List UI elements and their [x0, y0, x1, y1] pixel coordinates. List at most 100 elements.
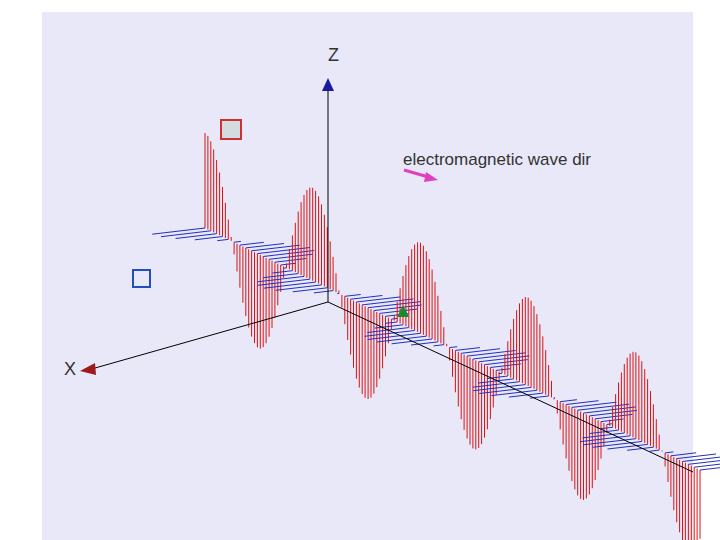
- magnetic-field-line: [377, 336, 427, 342]
- magnetic-field-line: [161, 231, 211, 237]
- electric-field-line: [298, 212, 299, 274]
- electric-field-line: [548, 365, 549, 396]
- magnetic-field-line: [650, 450, 660, 451]
- wave-field: [152, 133, 720, 540]
- electric-field-line: [318, 196, 319, 283]
- electric-field-line: [304, 195, 305, 277]
- magnetic-field-line: [368, 302, 421, 308]
- electric-field-line: [478, 362, 479, 448]
- plot-ground: [42, 12, 693, 540]
- electric-field-line: [502, 368, 503, 374]
- magnetic-field-line: [450, 346, 458, 348]
- magnetic-field-line: [600, 427, 613, 429]
- electric-field-line: [679, 460, 680, 532]
- electric-field-line: [231, 237, 232, 241]
- electric-field-line: [205, 133, 206, 228]
- electric-field-line: [504, 354, 505, 375]
- electric-field-line: [618, 383, 619, 431]
- electric-field-line: [595, 419, 596, 480]
- z-axis: [328, 88, 329, 302]
- electric-field-line: [676, 459, 677, 523]
- electric-field-line: [586, 415, 587, 499]
- electric-field-line: [435, 282, 436, 341]
- electric-field-line: [551, 381, 552, 398]
- electric-field-line: [248, 249, 249, 327]
- magnetic-field-line: [434, 345, 444, 346]
- magnetic-field-line: [665, 452, 673, 453]
- magnetic-field-line: [269, 254, 313, 259]
- electric-field-line: [280, 265, 281, 292]
- electric-field-line: [650, 391, 651, 446]
- electric-field-line: [624, 364, 625, 433]
- electric-field-line: [528, 298, 529, 386]
- electric-field-line: [644, 369, 645, 443]
- handle-square: [221, 120, 241, 139]
- electric-field-line: [429, 259, 430, 337]
- electric-field-line: [700, 470, 701, 539]
- electric-field-line: [583, 413, 584, 500]
- axis-marker: [80, 363, 96, 375]
- electric-field-line: [633, 352, 634, 438]
- direction-label: electromagnetic wave dir: [403, 151, 591, 168]
- electric-field-line: [210, 141, 211, 230]
- magnetic-field-line: [365, 331, 415, 337]
- magnetic-field-line: [479, 356, 530, 362]
- electric-field-line: [301, 202, 302, 275]
- electric-field-line: [635, 352, 636, 438]
- electric-field-line: [571, 407, 572, 481]
- electric-field-line: [659, 435, 660, 451]
- electric-field-line: [356, 302, 357, 379]
- electric-field-line: [688, 464, 689, 540]
- electric-field-line: [682, 462, 683, 540]
- electric-field-line: [621, 373, 622, 432]
- electric-field-line: [239, 245, 240, 288]
- electric-field-line: [694, 467, 695, 540]
- electric-field-line: [557, 400, 558, 413]
- electric-field-line: [315, 191, 316, 282]
- electric-field-line: [638, 356, 639, 441]
- magnetic-field-line: [496, 369, 510, 371]
- electric-field-line: [432, 270, 433, 339]
- electric-field-line: [403, 276, 404, 325]
- axis-label: X: [64, 360, 76, 378]
- electric-field-line: [350, 299, 351, 355]
- electric-field-line: [269, 259, 270, 336]
- magnetic-field-line: [385, 322, 397, 323]
- electric-field-line: [222, 187, 223, 237]
- electric-field-line: [245, 248, 246, 316]
- electric-field-line: [461, 353, 462, 419]
- magnetic-field-line: [337, 293, 339, 294]
- x-axis: [88, 302, 328, 370]
- magnetic-field-line: [368, 333, 421, 339]
- magnetic-field-line: [566, 401, 598, 405]
- electric-field-line: [411, 249, 412, 329]
- electric-field-line: [207, 136, 208, 230]
- magnetic-field-line: [345, 295, 361, 297]
- electric-field-line: [601, 422, 602, 459]
- electric-field-line: [574, 409, 575, 490]
- magnetic-field-line: [683, 456, 720, 462]
- magnetic-field-line: [281, 263, 296, 265]
- magnetic-field-line: [560, 400, 577, 402]
- magnetic-field-line: [234, 241, 241, 243]
- electric-field-line: [580, 412, 581, 499]
- electric-field-line: [589, 416, 590, 495]
- electric-field-line: [263, 257, 264, 348]
- electric-field-line: [277, 264, 278, 306]
- electric-field-line: [437, 296, 438, 342]
- electric-field-line: [615, 394, 616, 429]
- electric-field-line: [312, 188, 313, 281]
- electric-field-line: [630, 354, 631, 436]
- electric-field-line: [336, 273, 337, 292]
- electric-field-line: [385, 316, 386, 356]
- magnetic-field-line: [152, 228, 205, 234]
- electric-field-line: [237, 244, 238, 272]
- electric-field-line: [324, 215, 325, 287]
- electric-field-line: [569, 406, 570, 471]
- electric-field-line: [609, 420, 610, 426]
- electric-field-line: [225, 203, 226, 238]
- electric-field-line: [219, 173, 220, 236]
- electric-field-line: [513, 319, 514, 379]
- electric-field-line: [490, 368, 491, 420]
- magnetic-field-line: [671, 453, 696, 456]
